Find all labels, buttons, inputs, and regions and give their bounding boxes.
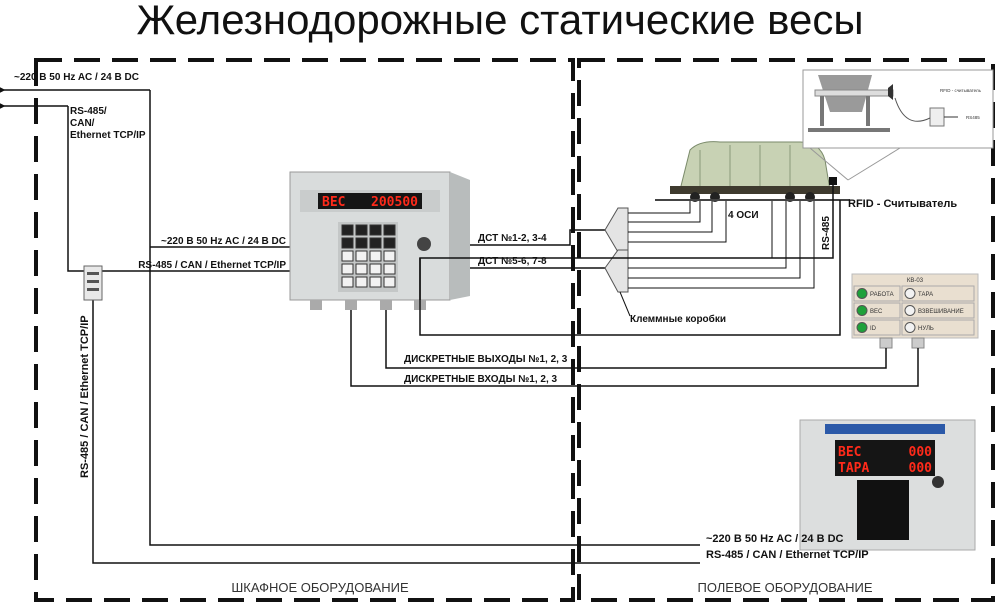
kb03-led-icon xyxy=(856,288,868,299)
bottom-interface-label: RS-485 / CAN / Ethernet TCP/IP xyxy=(706,549,869,561)
interface-converter xyxy=(83,265,103,301)
rs485-label: RS-485 xyxy=(821,216,832,250)
power-bus xyxy=(149,90,700,546)
keypad-key xyxy=(383,250,396,262)
keypad-key xyxy=(355,276,368,288)
keypad-key xyxy=(383,263,396,275)
keypad-key xyxy=(341,263,354,275)
dst-label-2: ДСТ №5-6, 7-8 xyxy=(478,256,547,267)
page-title: Железнодорожные статические весы xyxy=(136,0,863,43)
interface-label-2: CAN/ xyxy=(70,118,95,129)
hopper-wagon-image xyxy=(655,141,850,202)
kb03-led-icon xyxy=(904,288,916,299)
inset-out-label: RS485 xyxy=(966,115,980,120)
keypad-key xyxy=(369,224,382,236)
keypad-key xyxy=(369,276,382,288)
kb03-led-label: ID xyxy=(870,326,877,332)
kb03-led-label: ВЗВЕШИВАНИЕ xyxy=(918,309,964,315)
kb03-led-icon xyxy=(856,322,868,333)
junction-boxes xyxy=(604,200,815,317)
kb03-led-label: ТАРА xyxy=(918,292,933,298)
rfid-reader-icon xyxy=(829,177,837,185)
keypad-key xyxy=(355,224,368,236)
axles-label: 4 ОСИ xyxy=(728,210,759,221)
remote-row1-label: ВЕС xyxy=(838,445,861,460)
interface-label-1: RS-485/ xyxy=(70,106,107,117)
kb03-led-label: ВЕС xyxy=(870,309,883,315)
power-label: ~220 В 50 Hz AC / 24 В DC xyxy=(14,72,139,83)
remote-row1-value: 000 xyxy=(909,445,933,460)
keypad-key xyxy=(341,276,354,288)
bottom-power-label: ~220 В 50 Hz AC / 24 В DC xyxy=(706,533,844,545)
kb03-panel: КВ-03 РАБОТА ВЕС ID ТАРА ВЗВЕШИВАНИЕ НУЛЬ xyxy=(851,273,979,349)
interface-bus xyxy=(67,106,290,272)
keypad-key xyxy=(341,237,354,249)
display-value: 200500 xyxy=(371,195,418,210)
cabinet-section-label: ШКАФНОЕ ОБОРУДОВАНИЕ xyxy=(231,580,409,595)
keypad-key xyxy=(341,224,354,236)
field-frame xyxy=(577,58,995,602)
discrete-outputs-label: ДИСКРЕТНЫЕ ВЫХОДЫ №1, 2, 3 xyxy=(404,354,568,365)
keypad-key xyxy=(383,224,396,236)
kb03-title: КВ-03 xyxy=(907,278,924,284)
keypad-key xyxy=(355,237,368,249)
remote-display-module: ВЕС 000 ТАРА 000 xyxy=(799,419,976,551)
keypad-key xyxy=(355,250,368,262)
kb03-led-label: НУЛЬ xyxy=(918,326,934,332)
interface-label-3: Ethernet TCP/IP xyxy=(70,130,146,141)
dst-label-1: ДСТ №1-2, 3-4 xyxy=(478,233,547,244)
kb03-led-icon xyxy=(904,322,916,333)
key-lock-icon xyxy=(417,237,431,251)
keypad-key xyxy=(369,250,382,262)
remote-row2-label: ТАРА xyxy=(838,461,869,476)
inset-reader-label: RFID - считыватель xyxy=(940,88,982,93)
field-section-label: ПОЛЕВОЕ ОБОРУДОВАНИЕ xyxy=(697,580,872,595)
interface-bus-bottom xyxy=(92,300,700,564)
kb03-led-label: РАБОТА xyxy=(870,292,894,298)
rfid-inset: RFID - считыватель RS485 xyxy=(802,69,994,181)
keypad-key xyxy=(383,276,396,288)
keypad-key xyxy=(369,263,382,275)
keypad-key xyxy=(341,250,354,262)
kb03-led-icon xyxy=(904,305,916,316)
main-weighing-terminal: ВЕС 200500 xyxy=(289,171,470,310)
kb03-led-icon xyxy=(856,305,868,316)
discrete-inputs-label: ДИСКРЕТНЫЕ ВХОДЫ №1, 2, 3 xyxy=(404,374,558,385)
junction-boxes-label: Клеммные коробки xyxy=(630,313,726,325)
terminal-power-label: ~220 В 50 Hz AC / 24 В DC xyxy=(161,236,286,247)
keypad-key xyxy=(383,237,396,249)
remote-row2-value: 000 xyxy=(909,461,933,476)
rfid-label: RFID - Считыватель xyxy=(848,198,957,210)
vertical-interface-label: RS-485 / CAN / Ethernet TCP/IP xyxy=(79,315,91,478)
main-display xyxy=(318,193,422,209)
keypad-key xyxy=(369,237,382,249)
display-mode: ВЕС xyxy=(322,195,345,210)
cabinet-frame xyxy=(34,58,575,602)
keypad-key xyxy=(355,263,368,275)
terminal-interface-label: RS-485 / CAN / Ethernet TCP/IP xyxy=(138,260,286,271)
